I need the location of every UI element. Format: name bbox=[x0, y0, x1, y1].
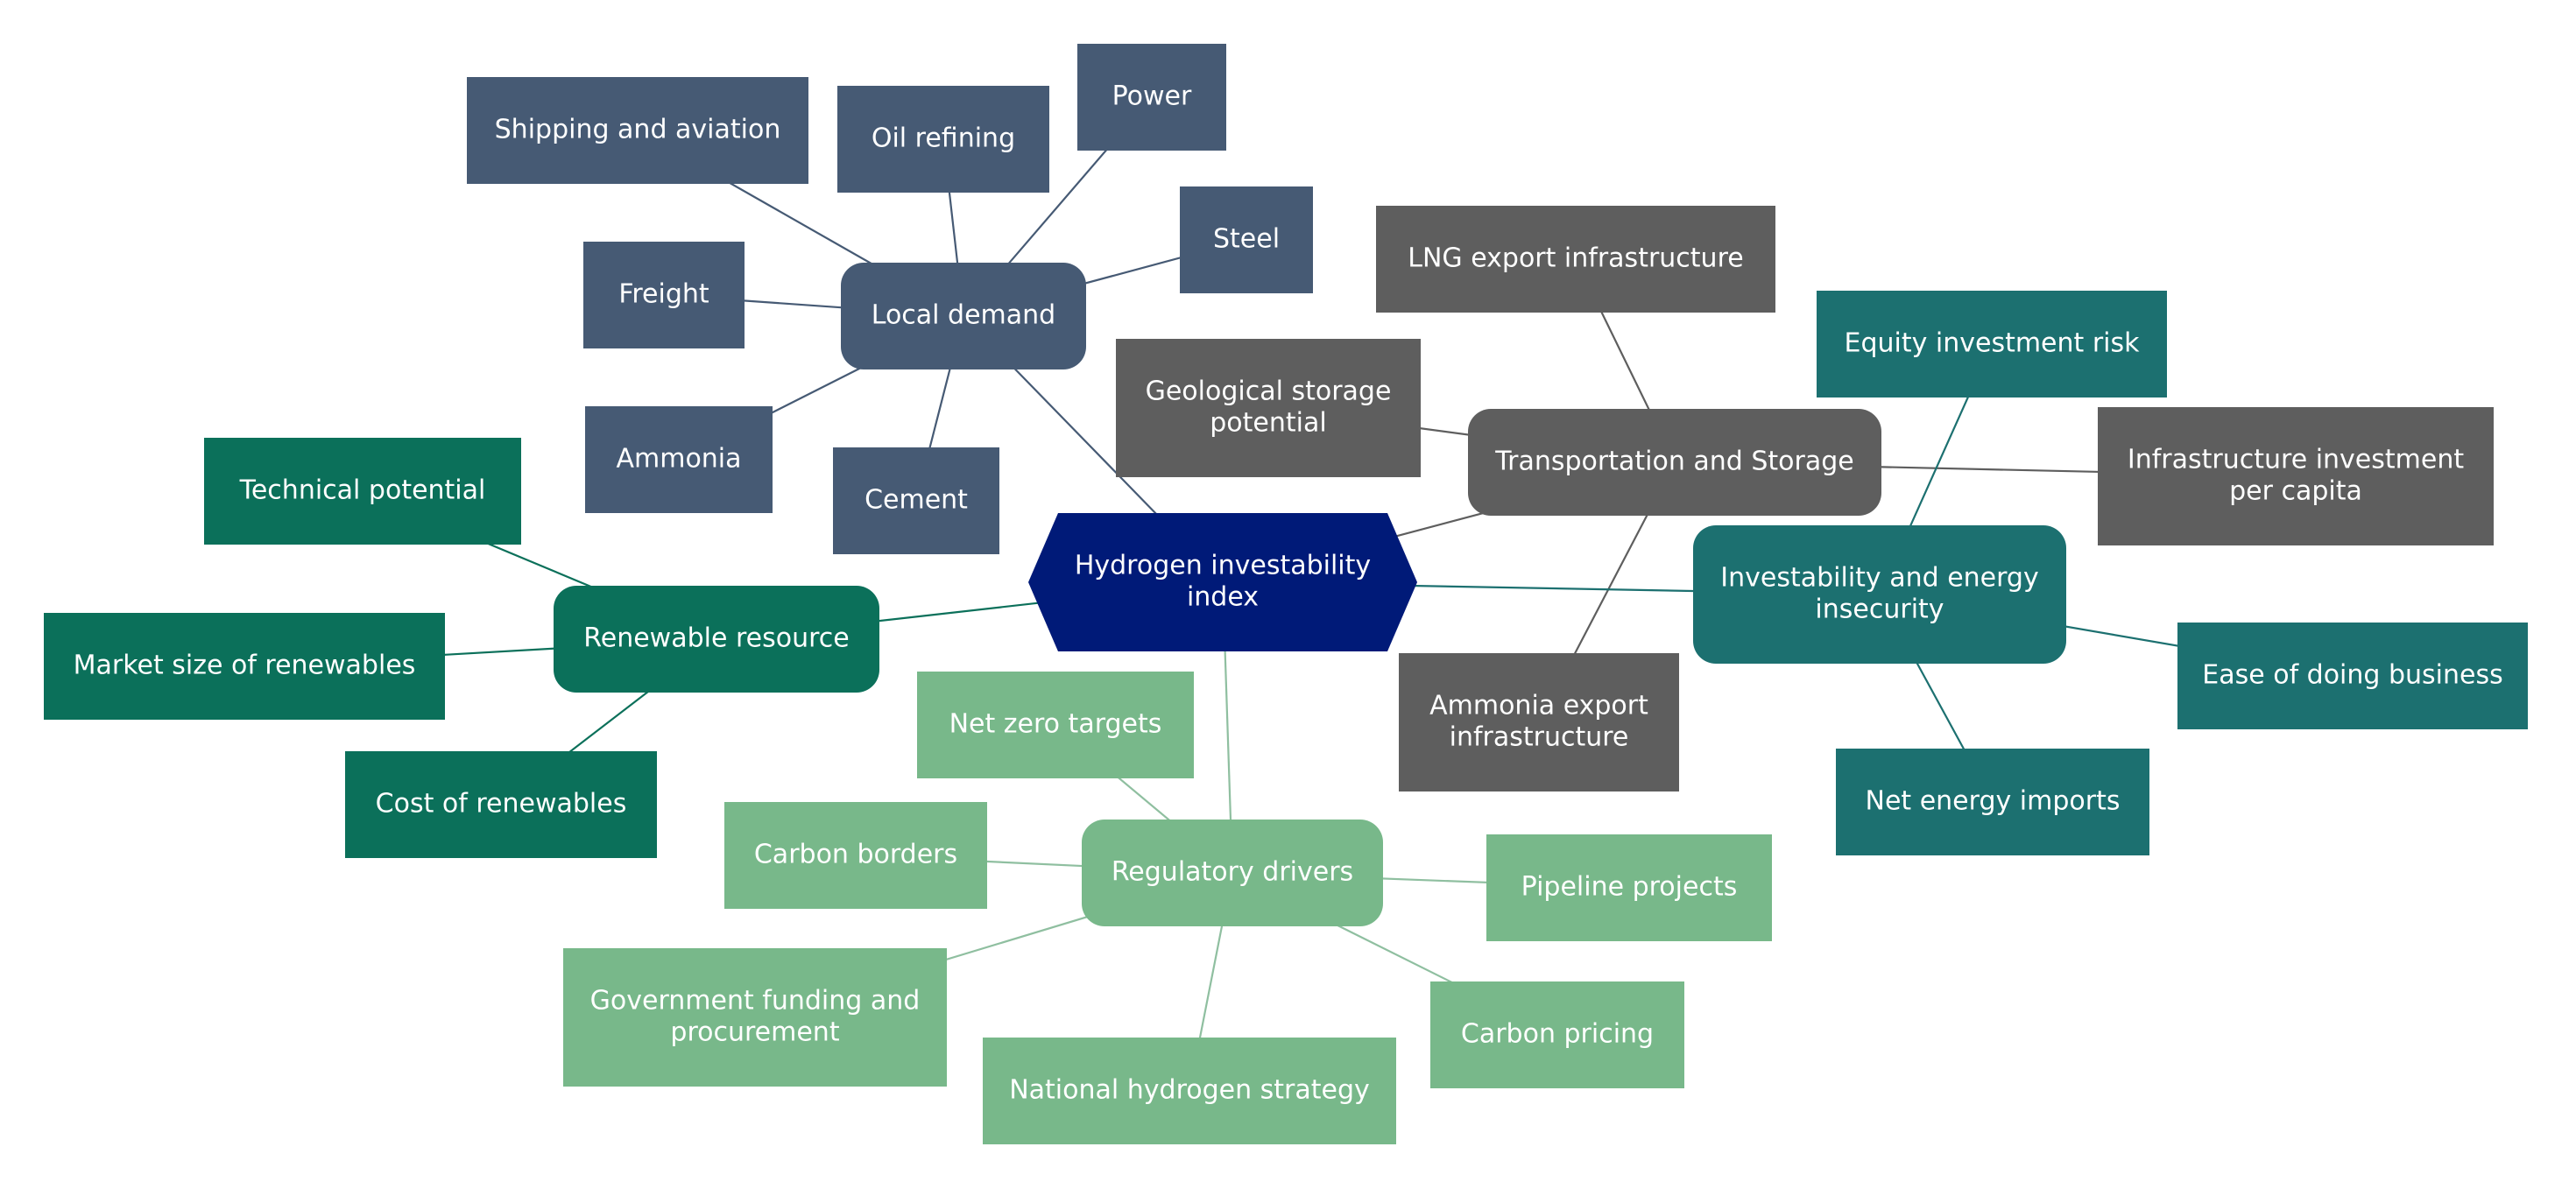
node-box-technical-potential bbox=[204, 438, 521, 545]
diagram-nodes: Shipping and aviation Oil refining PowerSt… bbox=[44, 44, 2528, 1144]
node-label-infra-invest-line-2: per capita bbox=[2229, 476, 2362, 507]
node-label-renewable: Renewable resource bbox=[583, 623, 849, 654]
node-box-freight bbox=[583, 242, 745, 348]
node-pipeline-projects: Pipeline projects bbox=[1486, 834, 1772, 941]
node-label-geo-storage-line-1: Geological storage bbox=[1146, 376, 1392, 407]
node-net-imports: Net energy imports bbox=[1836, 749, 2149, 855]
node-box-gov-funding bbox=[563, 948, 947, 1087]
node-label-ammonia-export-line-1: Ammonia export bbox=[1429, 691, 1648, 721]
node-label-geo-storage-line-2: potential bbox=[1210, 408, 1326, 439]
node-ease-business: Ease of doing business bbox=[2177, 623, 2528, 729]
node-box-renewable bbox=[554, 586, 879, 693]
node-box-ammonia-export bbox=[1399, 653, 1679, 791]
node-label-gov-funding-line-2: procurement bbox=[670, 1017, 839, 1048]
node-box-geo-storage bbox=[1116, 339, 1421, 477]
node-label-steel: Steel bbox=[1213, 224, 1280, 255]
node-market-size: Market size of renewables bbox=[44, 613, 445, 720]
node-box-shipping bbox=[467, 77, 808, 184]
node-box-transport-storage bbox=[1468, 409, 1881, 516]
node-label-shipping: Shipping and aviation bbox=[495, 115, 781, 145]
node-label-cement: Cement bbox=[865, 485, 968, 516]
node-shipping: Shipping and aviation bbox=[467, 77, 808, 184]
node-label-ease-business: Ease of doing business bbox=[2202, 660, 2503, 691]
node-label-market-size: Market size of renewables bbox=[74, 651, 416, 681]
node-label-ammonia-export-line-2: infrastructure bbox=[1450, 722, 1629, 753]
node-box-net-imports bbox=[1836, 749, 2149, 855]
node-ammonia: Ammonia bbox=[585, 406, 773, 513]
node-equity-risk: Equity investment risk bbox=[1817, 291, 2167, 397]
node-label-regulatory: Regulatory drivers bbox=[1112, 857, 1353, 888]
node-box-carbon-pricing bbox=[1430, 981, 1684, 1088]
node-carbon-pricing: Carbon pricing bbox=[1430, 981, 1684, 1088]
node-label-equity-risk: Equity investment risk bbox=[1844, 328, 2140, 359]
node-net-zero: Net zero targets bbox=[917, 672, 1194, 778]
node-steel: Steel bbox=[1180, 186, 1313, 293]
node-label-national-strategy: National hydrogen strategy bbox=[1009, 1075, 1370, 1106]
node-box-market-size bbox=[44, 613, 445, 720]
node-label-cost-renewables: Cost of renewables bbox=[376, 789, 627, 820]
node-box-pipeline-projects bbox=[1486, 834, 1772, 941]
node-label-root-line-1: Hydrogen investability bbox=[1075, 551, 1371, 581]
node-power: Power bbox=[1077, 44, 1226, 151]
node-box-net-zero bbox=[917, 672, 1194, 778]
node-box-carbon-borders bbox=[724, 802, 987, 909]
node-label-investability-line-2: insecurity bbox=[1815, 594, 1944, 625]
node-carbon-borders: Carbon borders bbox=[724, 802, 987, 909]
node-label-infra-invest-line-1: Infrastructure investment bbox=[2128, 445, 2464, 475]
node-oil-refining: Oil refining bbox=[837, 86, 1049, 193]
node-technical-potential: Technical potential bbox=[204, 438, 521, 545]
node-box-lng-export bbox=[1376, 206, 1775, 313]
node-label-transport-storage: Transportation and Storage bbox=[1494, 447, 1854, 477]
node-cement: Cement bbox=[833, 447, 999, 554]
node-box-ammonia bbox=[585, 406, 773, 513]
node-box-investability bbox=[1693, 525, 2066, 664]
node-box-ease-business bbox=[2177, 623, 2528, 729]
node-label-power: Power bbox=[1112, 81, 1192, 112]
node-box-regulatory bbox=[1082, 820, 1383, 926]
node-label-freight: Freight bbox=[618, 279, 709, 310]
node-label-carbon-pricing: Carbon pricing bbox=[1461, 1019, 1654, 1050]
node-label-investability-line-1: Investability and energy bbox=[1720, 563, 2038, 594]
node-freight: Freight bbox=[583, 242, 745, 348]
node-label-technical-potential: Technical potential bbox=[239, 475, 486, 506]
node-renewable: Renewable resource bbox=[554, 586, 879, 693]
node-box-equity-risk bbox=[1817, 291, 2167, 397]
node-box-cost-renewables bbox=[345, 751, 657, 858]
node-national-strategy: National hydrogen strategy bbox=[983, 1038, 1396, 1144]
node-label-carbon-borders: Carbon borders bbox=[754, 840, 957, 870]
node-cost-renewables: Cost of renewables bbox=[345, 751, 657, 858]
node-label-oil-refining: Oil refining bbox=[872, 123, 1015, 154]
node-label-root-line-2: index bbox=[1187, 582, 1259, 613]
node-box-national-strategy bbox=[983, 1038, 1396, 1144]
node-regulatory: Regulatory drivers bbox=[1082, 820, 1383, 926]
node-label-local-demand: Local demand bbox=[872, 300, 1055, 331]
node-label-gov-funding-line-1: Government funding and bbox=[590, 986, 921, 1017]
node-label-pipeline-projects: Pipeline projects bbox=[1521, 872, 1738, 903]
node-box-root bbox=[1028, 513, 1417, 651]
node-transport-storage: Transportation and Storage bbox=[1468, 409, 1881, 516]
node-box-local-demand bbox=[841, 263, 1086, 369]
node-box-steel bbox=[1180, 186, 1313, 293]
node-box-power bbox=[1077, 44, 1226, 151]
node-local-demand: Local demand bbox=[841, 263, 1086, 369]
node-label-lng-export: LNG export infrastructure bbox=[1408, 243, 1743, 274]
node-box-infra-invest bbox=[2098, 407, 2494, 545]
node-label-net-imports: Net energy imports bbox=[1866, 786, 2121, 817]
node-box-cement bbox=[833, 447, 999, 554]
node-box-oil-refining bbox=[837, 86, 1049, 193]
node-lng-export: LNG export infrastructure bbox=[1376, 206, 1775, 313]
node-label-net-zero: Net zero targets bbox=[949, 709, 1162, 740]
node-label-ammonia: Ammonia bbox=[616, 444, 741, 475]
